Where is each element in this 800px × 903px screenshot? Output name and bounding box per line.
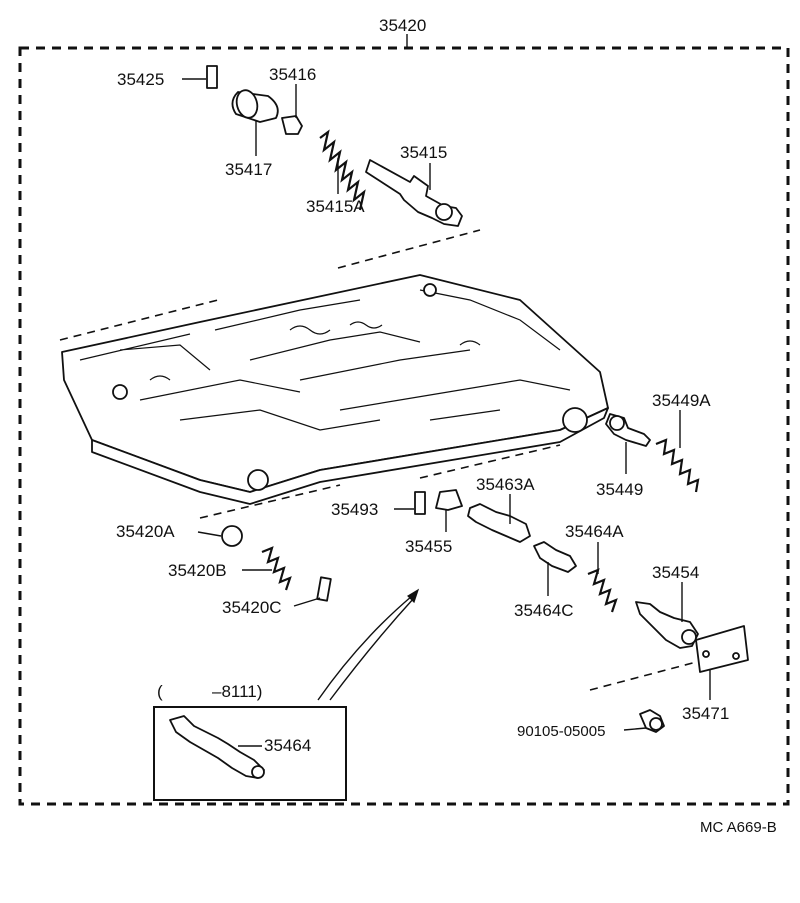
part-35425-pin bbox=[182, 65, 218, 89]
part-35420A-ball bbox=[197, 525, 243, 547]
label-35464C: 35464C bbox=[514, 601, 574, 620]
footer-code: MC A669-B bbox=[700, 819, 777, 836]
label-35493: 35493 bbox=[331, 500, 378, 519]
label-35463A: 35463A bbox=[476, 475, 535, 494]
part-35416-plug bbox=[281, 84, 303, 135]
label-35471: 35471 bbox=[682, 704, 729, 723]
part-90105-05005-bolt bbox=[623, 709, 665, 733]
part-35463A-valve bbox=[467, 494, 531, 543]
inset-range-end: –8111) bbox=[212, 682, 262, 701]
inset-range-open: ( bbox=[157, 682, 163, 701]
label-35449: 35449 bbox=[596, 480, 643, 499]
label-35415A: 35415A bbox=[306, 197, 365, 216]
label-35420C: 35420C bbox=[222, 598, 282, 617]
label-35417: 35417 bbox=[225, 160, 272, 179]
part-35415A-spring bbox=[319, 129, 366, 211]
projection-line-bottom-left bbox=[199, 484, 341, 519]
label-35420B: 35420B bbox=[168, 561, 227, 580]
valve-body bbox=[61, 274, 609, 505]
label-35455: 35455 bbox=[405, 537, 452, 556]
part-35449-plug bbox=[605, 413, 651, 474]
part-35449A-spring bbox=[655, 410, 700, 493]
label-35449A: 35449A bbox=[652, 391, 711, 410]
projection-line-bottom-mid bbox=[419, 444, 561, 479]
label-assembly: 35420 bbox=[379, 16, 426, 35]
label-35464: 35464 bbox=[264, 736, 311, 755]
part-35464-valve bbox=[169, 715, 265, 779]
part-35420B-spring bbox=[242, 546, 292, 591]
assembly-frame bbox=[18, 46, 790, 806]
part-35464C-plug bbox=[533, 541, 577, 596]
part-35471-plate bbox=[695, 625, 749, 700]
part-35417-sleeve bbox=[231, 89, 279, 156]
label-35464A: 35464A bbox=[565, 522, 624, 541]
label-90105-05005: 90105-05005 bbox=[517, 723, 605, 740]
part-35464A-spring bbox=[587, 542, 618, 613]
part-35420C-pin bbox=[293, 576, 332, 607]
inset-callout-arrow bbox=[317, 588, 420, 701]
label-35415: 35415 bbox=[400, 143, 447, 162]
label-35416: 35416 bbox=[269, 65, 316, 84]
part-35493-pin bbox=[394, 491, 426, 515]
part-35415-valve bbox=[365, 159, 463, 227]
part-35454-valve bbox=[635, 582, 699, 649]
label-35454: 35454 bbox=[652, 563, 699, 582]
label-35425: 35425 bbox=[117, 70, 164, 89]
part-35455-sleeve bbox=[435, 489, 463, 532]
projection-line-top bbox=[337, 229, 481, 269]
label-35420A: 35420A bbox=[116, 522, 175, 541]
